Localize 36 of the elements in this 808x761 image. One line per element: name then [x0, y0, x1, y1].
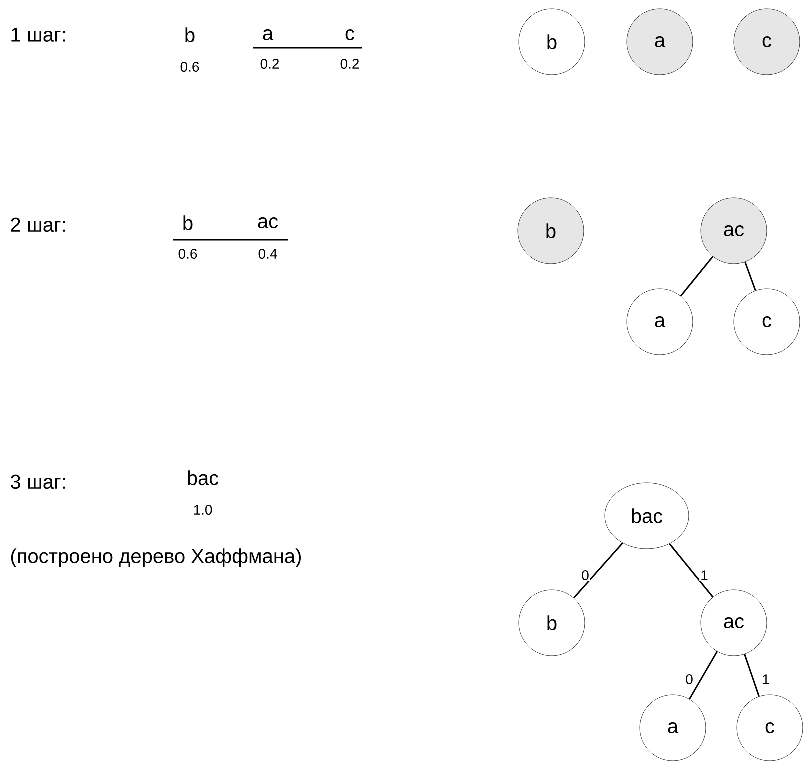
tree-edge	[689, 651, 718, 700]
symbol-label: c	[346, 30, 354, 40]
edge-label: 0	[684, 674, 694, 686]
probability-value: 0.2	[260, 59, 280, 69]
step-label: 1 шаг:	[12, 28, 66, 42]
circle-node: a	[626, 8, 694, 76]
probability-value: 0.6	[178, 249, 198, 259]
tree-edge	[744, 262, 756, 292]
step-label: 2 шаг:	[11, 218, 66, 232]
probability-value: 1.0	[194, 505, 212, 515]
symbol-label: a	[263, 30, 274, 40]
probability-value: 0.4	[258, 249, 278, 259]
symbol-label: ac	[258, 218, 278, 228]
circle-node: ac	[700, 590, 768, 656]
edge-label: 1	[761, 674, 771, 686]
circle-node: c	[734, 8, 800, 76]
tree-node: bac	[604, 482, 690, 550]
circle-node: a	[626, 288, 694, 356]
edge-label: 1	[700, 570, 710, 582]
tree-edge	[744, 654, 760, 697]
probability-value: 0.6	[180, 62, 200, 72]
tree-edge	[573, 542, 624, 599]
symbol-label: b	[186, 28, 195, 42]
circle-node: c	[734, 288, 800, 356]
note-text: (построено дерево Хаффмана)	[11, 548, 301, 568]
step-label: 3 шаг:	[10, 474, 66, 490]
tree-edge	[669, 544, 714, 598]
circle-node: ac	[700, 198, 768, 264]
edge-label: 0	[580, 570, 590, 582]
circle-node: b	[518, 8, 586, 76]
circle-node: b	[518, 198, 584, 264]
probability-value: 0.2	[340, 59, 360, 69]
tree-edge	[680, 256, 714, 297]
symbol-label: b	[184, 216, 193, 230]
circle-node: b	[518, 590, 586, 656]
symbol-label: bac	[188, 470, 219, 486]
